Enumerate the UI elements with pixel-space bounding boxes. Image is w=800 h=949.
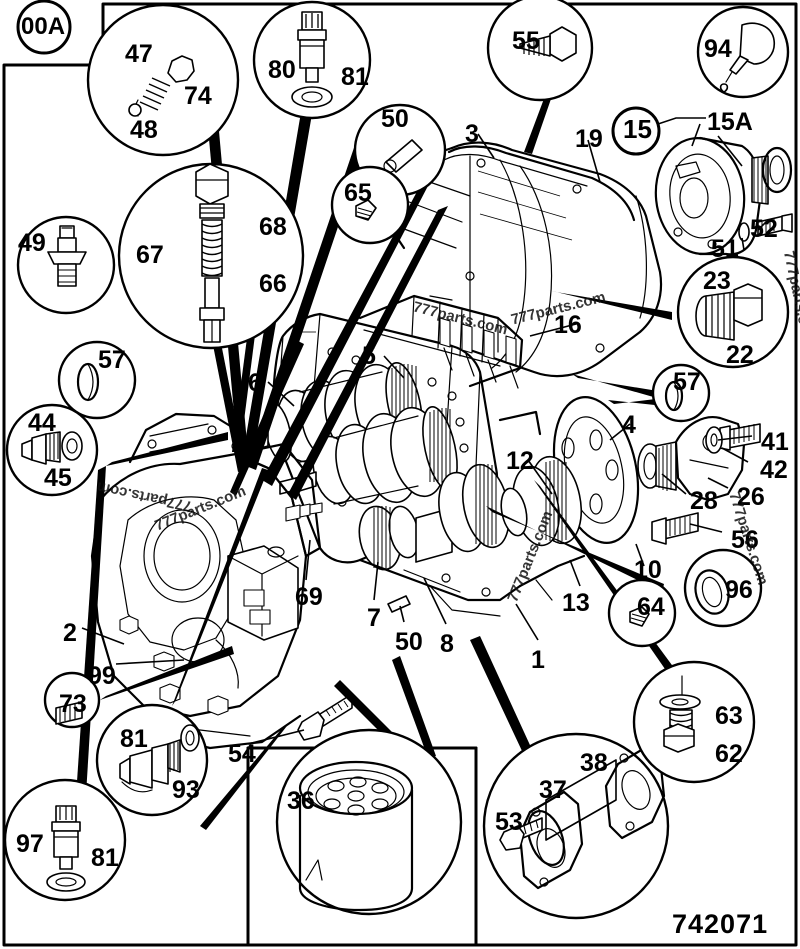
sensor-69 xyxy=(285,502,323,522)
detail-circle-55 xyxy=(486,0,594,102)
callout-number: 44 xyxy=(28,409,56,437)
detail-circle-73 xyxy=(43,671,101,729)
callout-number: 38 xyxy=(580,749,608,777)
callout-number: 68 xyxy=(259,213,287,241)
callout-number: 63 xyxy=(715,702,743,730)
detail-circle-67-68-66 xyxy=(117,162,305,350)
callout-number: 41 xyxy=(761,428,789,456)
detail-circle-57-left xyxy=(57,340,137,420)
callout-number: 19 xyxy=(575,125,603,153)
callout-number: 16 xyxy=(554,311,582,339)
callout-number: 45 xyxy=(44,464,72,492)
callout-number: 64 xyxy=(637,593,665,621)
callout-number: 6 xyxy=(248,369,262,397)
callout-number: 96 xyxy=(725,576,753,604)
callout-number: 99 xyxy=(88,662,116,690)
callout-number: 10 xyxy=(634,556,662,584)
bolt-52 xyxy=(757,213,793,237)
detail-circle-96 xyxy=(683,548,763,628)
detail-circle-57-right xyxy=(651,363,711,423)
callout-number: 13 xyxy=(562,589,590,617)
callout-number: 97 xyxy=(16,830,44,858)
callout-number: 57 xyxy=(673,368,701,396)
callout-number: 4 xyxy=(622,411,636,439)
callout-number: 2 xyxy=(63,619,77,647)
detail-circle-80-81 xyxy=(252,0,372,120)
gear-stack-mid xyxy=(279,405,458,505)
callout-number: 12 xyxy=(506,447,534,475)
detail-circle-97-81 xyxy=(3,778,127,902)
gear-stack-lower xyxy=(358,463,511,571)
detail-circle-23-22 xyxy=(676,255,790,369)
pump-15 xyxy=(654,136,793,256)
callout-number: 7 xyxy=(367,604,381,632)
callout-number: 55 xyxy=(512,27,540,55)
callout-number: 80 xyxy=(268,56,296,84)
detail-circle-81-93 xyxy=(95,703,209,817)
callout-number: 69 xyxy=(295,583,323,611)
callout-number: 8 xyxy=(440,630,454,658)
callout-number: 67 xyxy=(136,241,164,269)
callout-number: 66 xyxy=(259,270,287,298)
pin-50 xyxy=(387,595,411,613)
callout-number: 52 xyxy=(750,215,778,243)
detail-circle-49 xyxy=(16,215,116,315)
detail-circle-63-62 xyxy=(632,660,756,784)
callout-number: 37 xyxy=(539,776,567,804)
callout-number: 5 xyxy=(362,342,376,370)
engine-assembly xyxy=(90,136,793,750)
balloon-15 xyxy=(611,106,661,156)
callout-number: 50 xyxy=(395,628,423,656)
callout-number: 93 xyxy=(172,776,200,804)
detail-circle-53-37-38 xyxy=(482,732,670,920)
callout-number: 56 xyxy=(731,526,759,554)
injector-pipes xyxy=(358,294,524,389)
detail-circle-47-74-48 xyxy=(86,3,240,157)
callout-number: 74 xyxy=(184,82,212,110)
callout-number: 23 xyxy=(703,267,731,295)
drawing-number-label: 742071 xyxy=(672,909,769,939)
callout-number: 48 xyxy=(130,116,158,144)
group-code-label: 00A xyxy=(21,13,66,40)
callout-number: 15 xyxy=(623,114,652,144)
detail-circle-44-45 xyxy=(5,403,99,497)
callout-number: 94 xyxy=(704,35,732,63)
bearing-28 xyxy=(637,441,677,491)
drive-flange xyxy=(498,396,640,547)
callout-number: 65 xyxy=(344,179,372,207)
callout-number: 62 xyxy=(715,740,743,768)
callout-number: 26 xyxy=(737,483,765,511)
callout-number: 15A xyxy=(707,108,753,136)
washer-51 xyxy=(738,222,750,242)
callout-number: 53 xyxy=(495,808,523,836)
bolt-56 xyxy=(651,512,699,545)
callout-number: 3 xyxy=(465,120,479,148)
callout-number: 81 xyxy=(120,725,148,753)
callout-number: 22 xyxy=(726,341,754,369)
callout-number: 36 xyxy=(287,787,315,815)
callout-number: 73 xyxy=(59,690,87,718)
callout-number: 28 xyxy=(690,487,718,515)
callout-number: 51 xyxy=(711,235,739,263)
callout-number: 1 xyxy=(531,646,545,674)
detail-circle-65 xyxy=(330,165,410,245)
callout-number: 50 xyxy=(381,105,409,133)
callout-number: 54 xyxy=(228,740,256,768)
balloon-00A xyxy=(16,0,72,55)
front-housing xyxy=(90,412,322,750)
callout-number: 81 xyxy=(341,63,369,91)
callout-number: 81 xyxy=(91,844,119,872)
callout-number: 42 xyxy=(760,456,788,484)
callout-number: 49 xyxy=(18,229,46,257)
detail-circle-64 xyxy=(607,578,677,648)
callout-number: 47 xyxy=(125,40,153,68)
bolt-41 xyxy=(719,423,761,451)
bolt-54 xyxy=(297,693,353,741)
detail-circle-94 xyxy=(696,5,790,99)
detail-circle-36-filter xyxy=(275,728,463,916)
callout-number: 57 xyxy=(98,346,126,374)
